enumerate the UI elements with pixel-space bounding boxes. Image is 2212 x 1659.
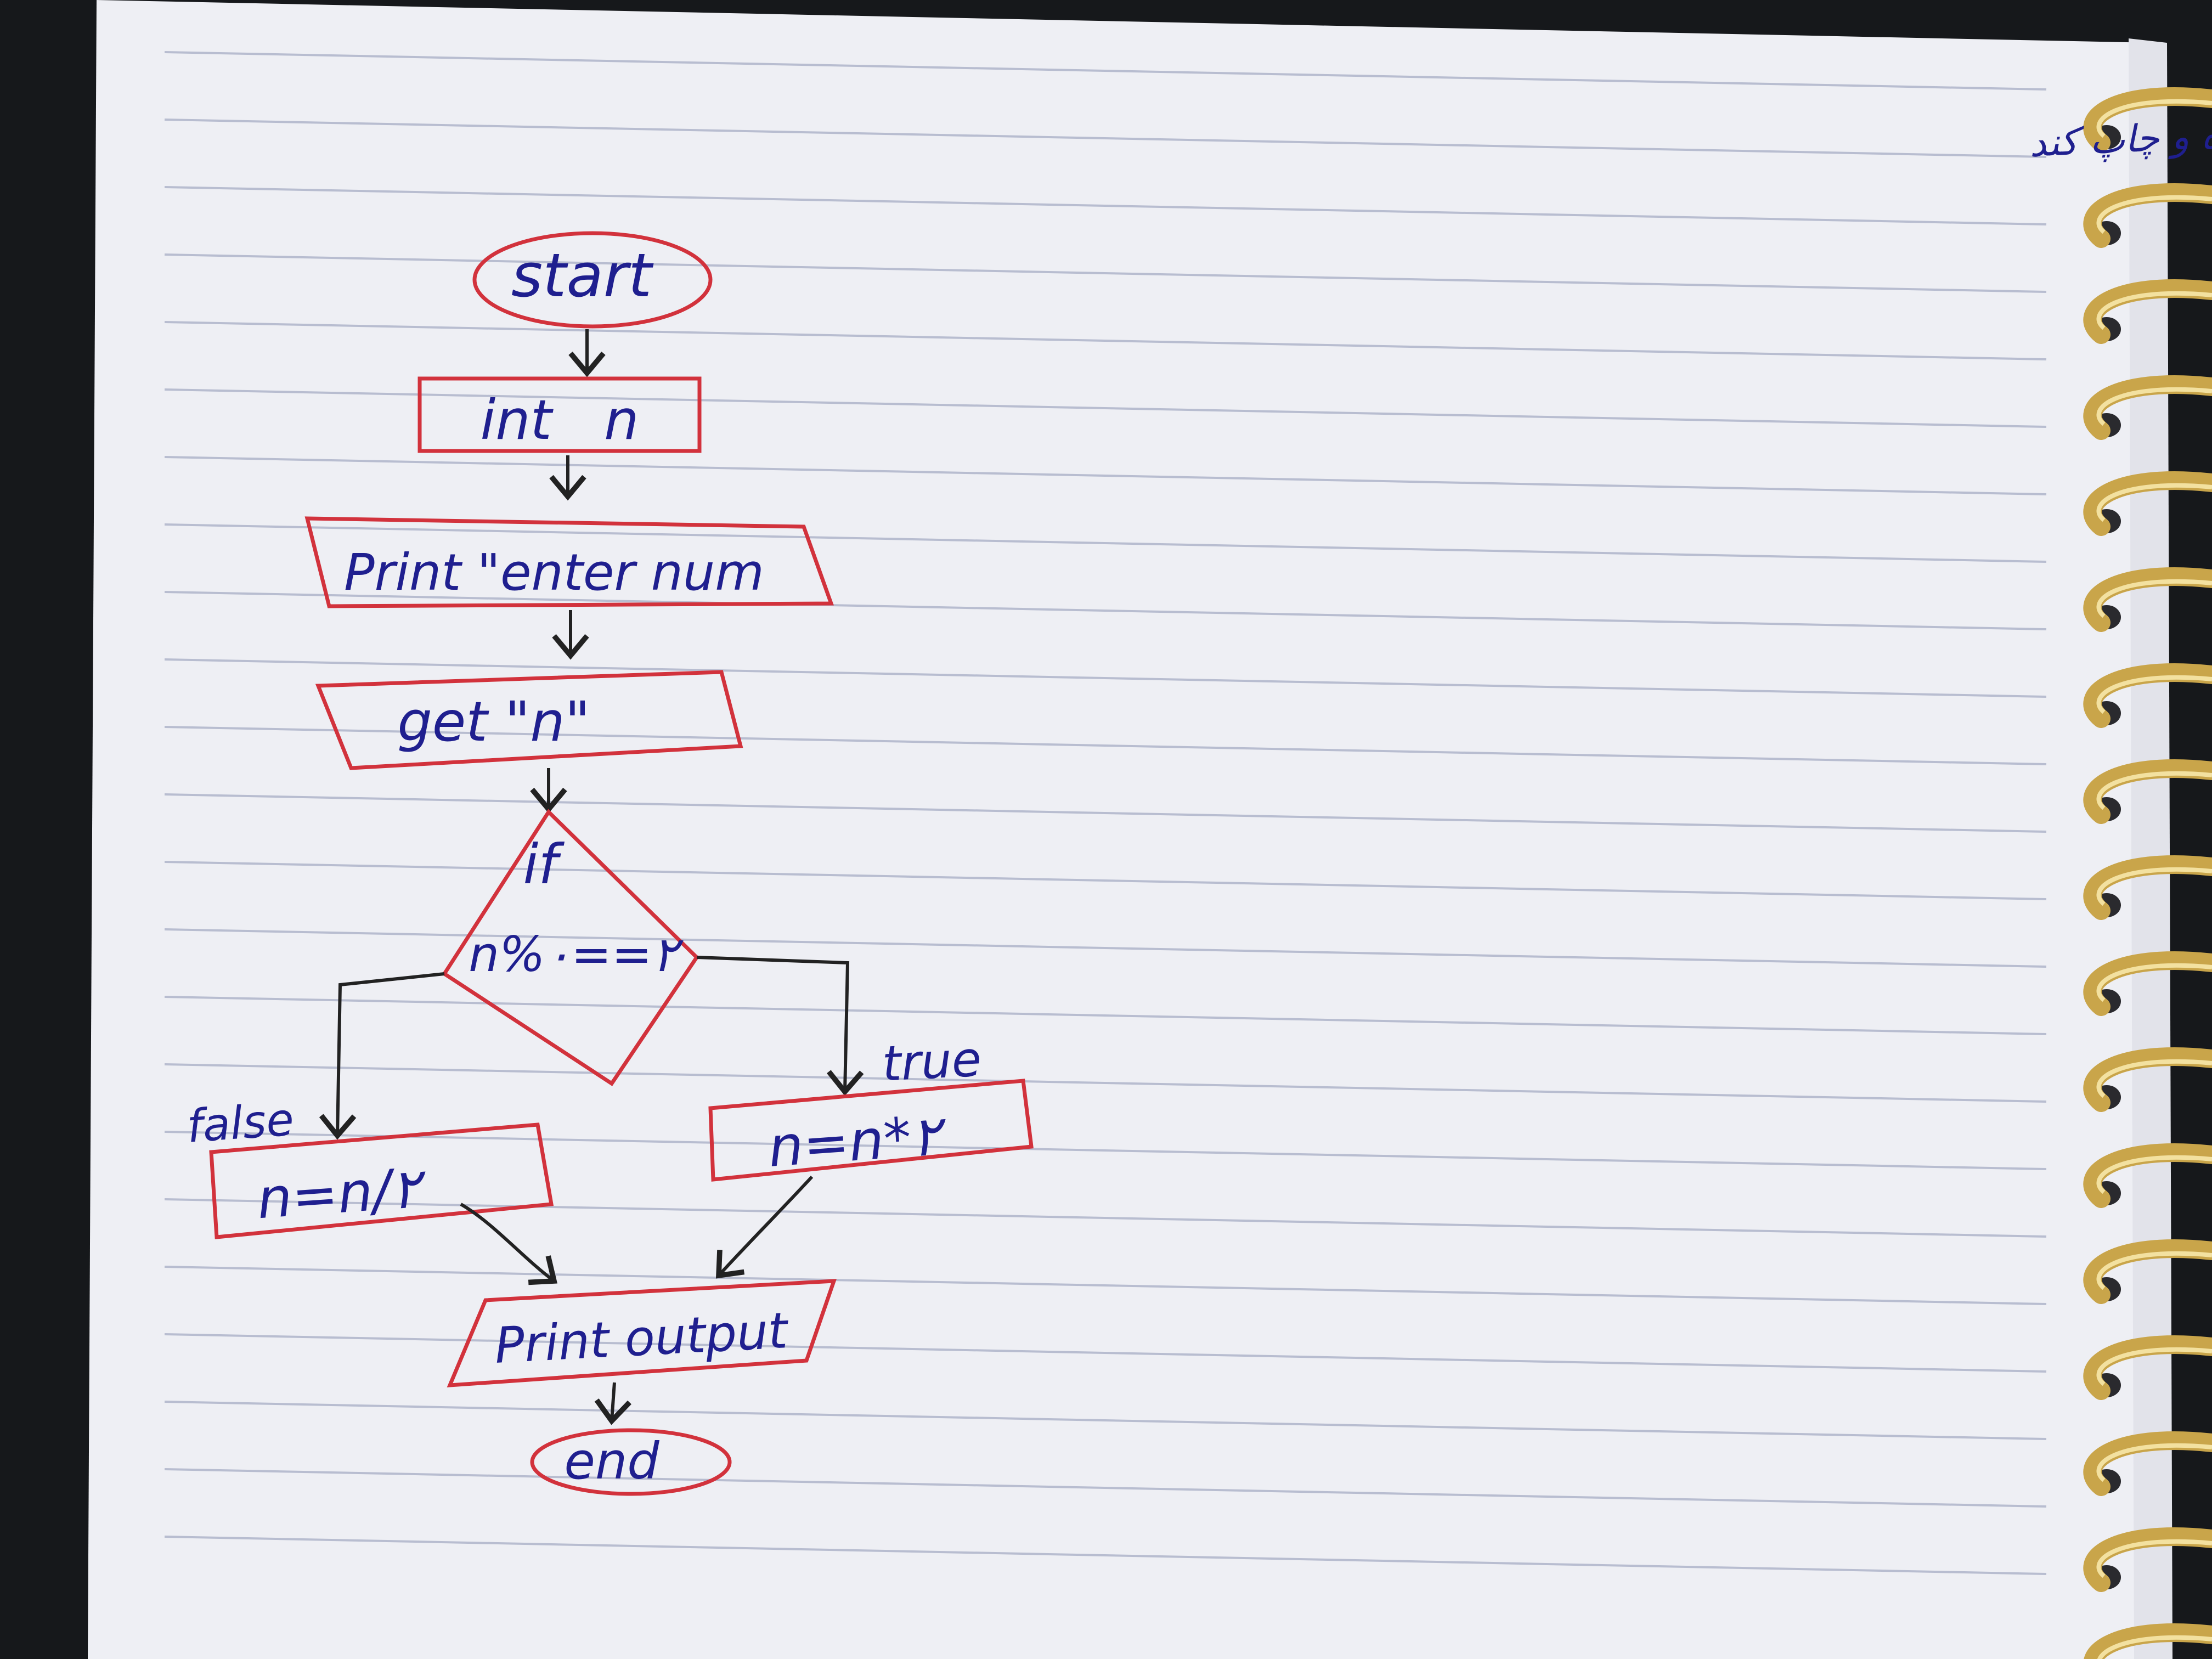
ruled-line (164, 996, 2047, 1035)
ruled-line (164, 1266, 2047, 1305)
ruled-line (164, 861, 2047, 900)
ruled-line (164, 1468, 2047, 1508)
decision-diamond: if n%٢==٠ (442, 809, 699, 1086)
ruled-line (164, 1536, 2047, 1575)
true-branch-label: true (881, 1030, 983, 1092)
ruled-line (164, 186, 2047, 225)
spiral-ring (2083, 567, 2212, 632)
ruled-line (164, 119, 2047, 158)
ruled-line (164, 51, 2047, 91)
input-label: get "n" (397, 690, 590, 754)
spiral-ring (2083, 1335, 2212, 1400)
spiral-ring (2084, 1623, 2212, 1659)
false-action-process: n=n/٢ (209, 1122, 554, 1239)
spiral-ring (2083, 1431, 2212, 1496)
spiral-ring (2083, 183, 2212, 248)
ruled-line (164, 456, 2047, 495)
ruled-line (164, 321, 2047, 360)
arrow-false-to-output (460, 1203, 557, 1285)
flowchart: start int n Print "enter num get "n" if … (185, 231, 1034, 1496)
ruled-line (164, 388, 2047, 428)
declare-process: int n (417, 376, 702, 453)
true-action-process: n=n*٢ (708, 1079, 1034, 1182)
spiral-binding (2083, 87, 2212, 1659)
spiral-ring (2083, 87, 2212, 152)
spiral-ring (2083, 663, 2212, 728)
start-label: start (511, 240, 654, 311)
decision-condition: n%٢==٠ (469, 926, 684, 983)
declare-label: int n (480, 388, 639, 452)
end-label: end (564, 1432, 659, 1491)
spiral-ring (2083, 951, 2212, 1016)
false-branch-label: false (185, 1093, 295, 1153)
spiral-ring (2083, 471, 2212, 536)
ruled-line (164, 1131, 2047, 1170)
ruled-line (164, 658, 2047, 698)
prompt-io: Print "enter num (304, 516, 834, 608)
arrow-output-to-end (594, 1382, 631, 1425)
spiral-ring (2083, 1143, 2212, 1208)
notebook-page (88, 0, 2172, 1659)
ruled-line (164, 726, 2047, 765)
false-action-label: n=n/٢ (255, 1155, 430, 1231)
true-branch-line (696, 956, 864, 1096)
end-terminal: end (530, 1428, 732, 1496)
false-branch-line (319, 972, 445, 1140)
prompt-label: Print "enter num (344, 543, 764, 602)
ruled-lines (164, 51, 2047, 1575)
ruled-line (164, 591, 2047, 630)
spiral-ring (2083, 855, 2212, 920)
spiral-ring (2083, 279, 2212, 344)
ruled-line (164, 1333, 2047, 1373)
spiral-ring (2083, 759, 2212, 824)
spiral-ring (2083, 1047, 2212, 1112)
spiral-ring (2083, 375, 2212, 440)
ruled-line (164, 1063, 2047, 1103)
ruled-line (164, 793, 2047, 833)
spiral-ring (2083, 1527, 2212, 1592)
ruled-line (164, 928, 2047, 968)
ruled-line (164, 1401, 2047, 1440)
ruled-line (164, 1198, 2047, 1238)
arrow-true-to-output (715, 1175, 814, 1279)
ruled-line (164, 523, 2047, 563)
ruled-line (164, 253, 2047, 293)
spiral-ring (2083, 1239, 2212, 1304)
input-io: get "n" (315, 670, 743, 770)
true-action-label: n=n*٢ (766, 1103, 950, 1179)
start-terminal: start (472, 231, 713, 329)
